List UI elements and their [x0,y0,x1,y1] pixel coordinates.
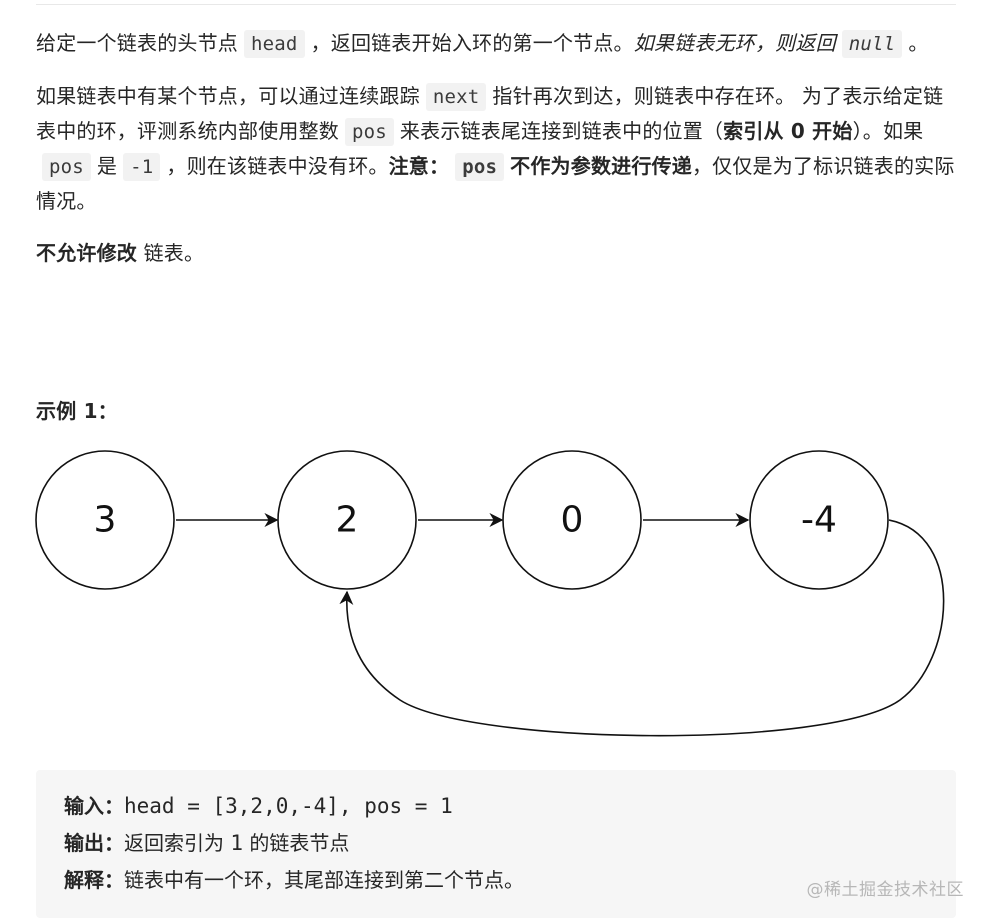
bold-no-modify: 不允许修改 [36,241,137,265]
example-box: 输入：head = [3,2,0,-4], pos = 1 输出：返回索引为 1… [36,770,956,918]
input-value: head = [3,2,0,-4], pos = 1 [124,794,453,818]
code-next: next [425,83,487,111]
bold-index-zero: 索引从 0 开始 [723,119,853,143]
node-value: 0 [561,500,584,541]
top-divider [36,4,956,5]
node-value: 3 [94,500,117,541]
node-3: -4 [749,450,889,590]
watermark: @稀土掘金技术社区 [806,880,964,900]
explain-text: 链表中有一个环，其尾部连接到第二个节点。 [124,868,524,892]
text: 如果链表中有某个节点，可以通过连续跟踪 [36,84,420,108]
node-circle [35,450,175,590]
text: 链表。 [143,241,205,265]
code-pos: pos [42,153,91,181]
explain-label: 解释： [64,868,124,892]
example-output: 输出：返回索引为 1 的链表节点 [64,826,349,860]
node-2: 0 [502,450,642,590]
output-text: 返回索引为 [124,831,231,855]
output-label: 输出： [64,831,124,855]
node-circle [277,450,417,590]
text: 给定一个链表的头节点 [36,31,238,55]
code-pos: pos [455,153,505,181]
cycle-arrow [339,519,945,737]
output-text: 的链表节点 [243,831,350,855]
text: 来表示链表尾连接到链表中的位置（ [399,119,724,143]
text: ，返回链表开始入环的第一个节点。 [310,31,634,55]
text: 是 [96,154,118,178]
node-circle [502,450,642,590]
text: ，仅仅是为了标识链表的实际情况。 [36,154,955,213]
node-0: 3 [35,450,175,590]
text: 指针再次到达，则链表中存在环。 为了表示给定链表中的环，评测系统内部使用整数 [36,84,944,143]
example-input: 输入：head = [3,2,0,-4], pos = 1 [64,789,453,823]
node-value: -4 [801,500,837,541]
code-pos: pos [345,118,394,146]
text: 。 [908,31,929,55]
example-title: 示例 1： [36,399,118,423]
node-value: 2 [336,500,359,541]
example-explanation: 解释：链表中有一个环，其尾部连接到第二个节点。 [64,863,524,897]
paragraph-3: 不允许修改 链表。 [36,236,956,270]
text: 注意： [388,154,450,178]
code-head: head [244,30,305,58]
code-null: null [841,30,903,58]
output-index: 1 [230,831,244,855]
text: ，则在该链表中没有环。 [166,154,389,178]
text: 不作为参数进行传递 [510,154,692,178]
node-1: 2 [277,450,417,590]
input-label: 输入： [64,794,124,818]
code-minus-one: -1 [123,153,161,181]
linked-list-diagram: 3 2 0 -4 [35,450,945,737]
node-circle [749,450,889,590]
text: ）。如果 [852,119,924,143]
text: 如果链表无环，则返回 [633,31,836,55]
